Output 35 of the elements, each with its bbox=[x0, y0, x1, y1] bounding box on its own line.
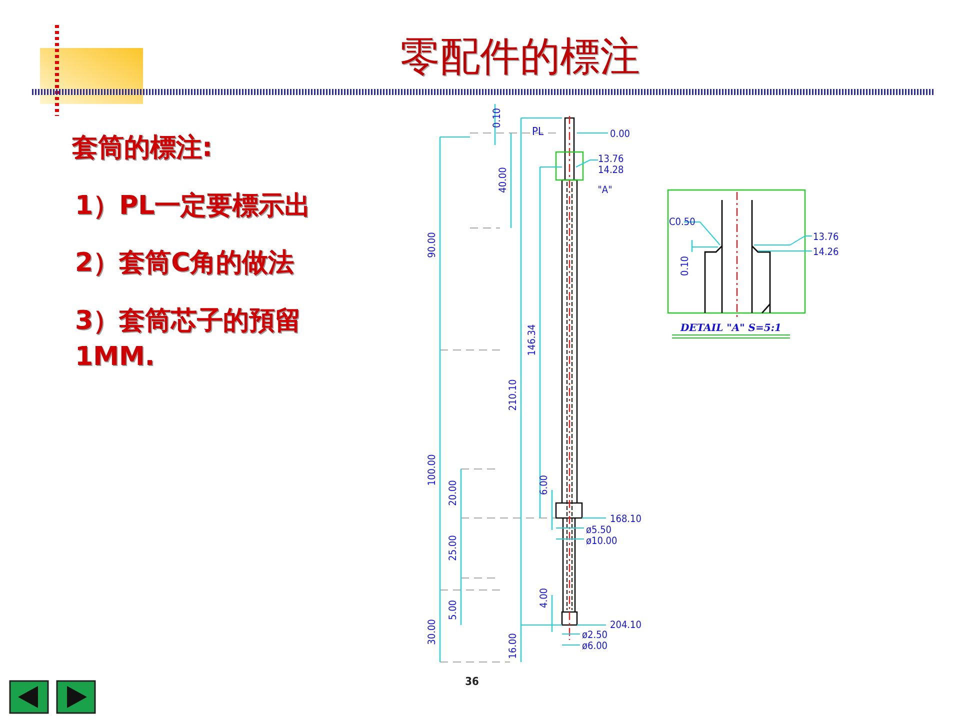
detail-marker: "A" bbox=[598, 185, 612, 196]
dimension-text: 146.34 bbox=[527, 324, 538, 356]
bullet-text: 1）PL一定要標示出 bbox=[75, 190, 312, 223]
dimension-text: 30.00 bbox=[427, 619, 438, 645]
dimension-text: 5.00 bbox=[448, 600, 459, 620]
heading-text: 套筒的標注: bbox=[72, 132, 214, 165]
page-number: 36 bbox=[465, 675, 479, 688]
dimension-text: 210.10 bbox=[508, 379, 519, 411]
dimension-text: 204.10 bbox=[610, 620, 642, 631]
dimension-text: ø6.00 bbox=[582, 641, 608, 652]
dimension-text: 168.10 bbox=[610, 514, 642, 525]
bullet-text: 3）套筒芯子的預留 1MM. bbox=[75, 305, 302, 374]
dimension-text: 100.00 bbox=[427, 454, 438, 486]
dimension-text: 25.00 bbox=[448, 535, 459, 561]
dimension-text: 40.00 bbox=[498, 167, 509, 193]
dimension-text: 6.00 bbox=[539, 474, 550, 496]
dimension-text: 20.00 bbox=[448, 480, 459, 506]
dimension-text: 90.00 bbox=[427, 232, 438, 258]
dimension-text: 0.10 bbox=[680, 256, 691, 276]
dimension-text: 14.26 bbox=[813, 247, 839, 258]
dimension-text: 0.00 bbox=[610, 129, 630, 140]
dimension-text: ø5.50 bbox=[586, 525, 612, 536]
detail-caption: DETAIL "A" S=5:1 bbox=[680, 323, 782, 334]
dimension-text: ø10.00 bbox=[586, 536, 618, 547]
dimension-text: 14.28 bbox=[598, 165, 624, 176]
dimension-text: ø2.50 bbox=[582, 630, 608, 641]
dimension-text: 13.76 bbox=[813, 232, 839, 243]
dimension-text: 4.00 bbox=[539, 588, 550, 608]
dimension-text: PL bbox=[532, 125, 544, 138]
bullet-text: 2）套筒C角的做法 bbox=[75, 247, 296, 280]
slide-title: 零配件的標注 bbox=[399, 33, 641, 82]
dimension-text: 0.10 bbox=[492, 108, 503, 128]
dimension-text: 16.00 bbox=[508, 633, 519, 659]
dimension-text: 13.76 bbox=[598, 154, 624, 165]
dimension-text: C0.50 bbox=[669, 217, 696, 228]
